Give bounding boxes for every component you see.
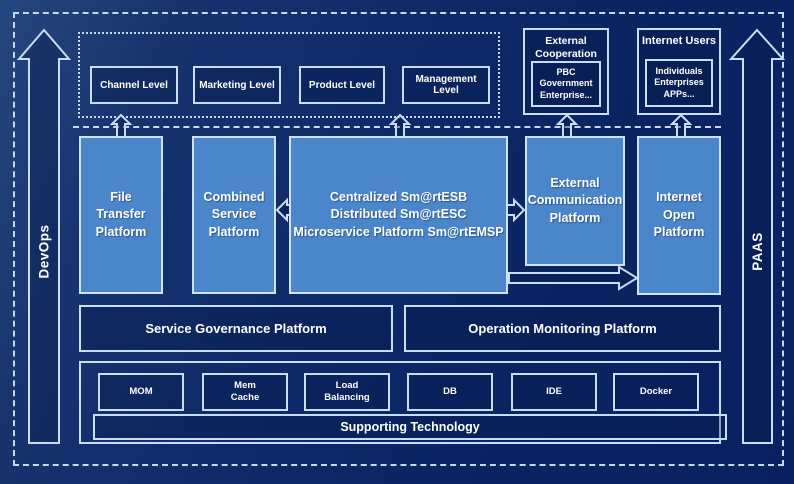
member-line: PBC Government (539, 67, 593, 89)
platform-label-line: Service (211, 207, 257, 222)
tech-label-line: DB (443, 386, 457, 398)
individuals-enterprises-apps-box: Individuals Enterprises APPs... (645, 59, 713, 107)
member-line: APPs... (663, 88, 695, 99)
level-label: Management Level (415, 74, 477, 96)
platform-label-line: Platform (549, 210, 601, 225)
platform-esb-core: Centralized Sm@rtESB Distributed Sm@rtES… (289, 136, 508, 294)
platform-internet-open: Internet Open Platform (637, 136, 721, 295)
member-line: Enterprises (654, 77, 704, 88)
tech-box-docker: Docker (613, 373, 699, 411)
tech-label-line: Balancing (324, 392, 370, 403)
supporting-technology-container (79, 361, 721, 444)
platform-label-line: File (110, 189, 132, 204)
member-line: Enterprise... (539, 89, 593, 100)
level-label: Marketing Level (199, 79, 275, 91)
platform-label-line: Combined (203, 189, 265, 204)
tech-label-line: Load (335, 380, 359, 392)
platform-label-line: Communication (527, 193, 623, 208)
devops-label: DevOps (36, 223, 52, 279)
level-box-product: Product Level (299, 66, 385, 104)
operation-monitoring-label: Operation Monitoring Platform (468, 321, 657, 336)
tech-box-mom: MOM (98, 373, 184, 411)
platform-external-communication: External Communication Platform (525, 136, 625, 266)
tech-box-mem-cache: Mem Cache (202, 373, 288, 411)
horizontal-dashed-divider (73, 126, 721, 128)
paas-label: PAAS (750, 231, 766, 271)
platform-label-line: Open (663, 207, 695, 222)
external-cooperation-title-line2: Cooperation (535, 47, 597, 60)
tech-box-ide: IDE (511, 373, 597, 411)
service-governance-label: Service Governance Platform (145, 321, 327, 336)
tech-label-line: Cache (230, 392, 260, 403)
platform-file-transfer: File Transfer Platform (79, 136, 163, 294)
tech-label-line: Docker (639, 386, 673, 398)
platform-label-line: Internet (656, 190, 702, 205)
external-cooperation-box: External Cooperation PBC Government Ente… (523, 28, 609, 115)
platform-label-line: Platform (95, 224, 147, 239)
tech-label-line: MOM (129, 386, 153, 398)
supporting-technology-bar: Supporting Technology (93, 414, 727, 440)
tech-label-line: IDE (546, 386, 562, 398)
platform-label-line: Transfer (96, 207, 146, 222)
external-cooperation-title-line1: External (545, 35, 587, 47)
platform-combined-service: Combined Service Platform (192, 136, 276, 294)
platform-label-line: Platform (208, 224, 260, 239)
platform-label-line: External (550, 175, 600, 190)
level-box-management: Management Level (402, 66, 490, 104)
paas-rail-label: PAAS (743, 59, 772, 443)
internet-users-title: Internet Users (642, 35, 716, 47)
level-label: Product Level (308, 79, 376, 91)
member-line: Individuals (655, 66, 703, 77)
platform-label-line: Platform (653, 225, 705, 240)
platform-label-line: Microservice Platform Sm@rtEMSP (293, 224, 504, 239)
tech-box-load-balancing: Load Balancing (304, 373, 390, 411)
operation-monitoring-platform-box: Operation Monitoring Platform (404, 305, 721, 352)
devops-rail-label: DevOps (29, 59, 59, 443)
tech-box-db: DB (407, 373, 493, 411)
pbc-government-enterprise-box: PBC Government Enterprise... (531, 61, 601, 107)
supporting-technology-label: Supporting Technology (340, 420, 480, 434)
level-box-channel: Channel Level (90, 66, 178, 104)
service-governance-platform-box: Service Governance Platform (79, 305, 393, 352)
platform-label-line: Distributed Sm@rtESC (330, 207, 467, 222)
internet-users-box: Internet Users Individuals Enterprises A… (637, 28, 721, 115)
tech-label-line: Mem (234, 380, 256, 392)
level-box-marketing: Marketing Level (193, 66, 281, 104)
platform-label-line: Centralized Sm@rtESB (329, 189, 468, 204)
levels-dashed-box (78, 32, 500, 118)
level-label: Channel Level (100, 79, 168, 91)
